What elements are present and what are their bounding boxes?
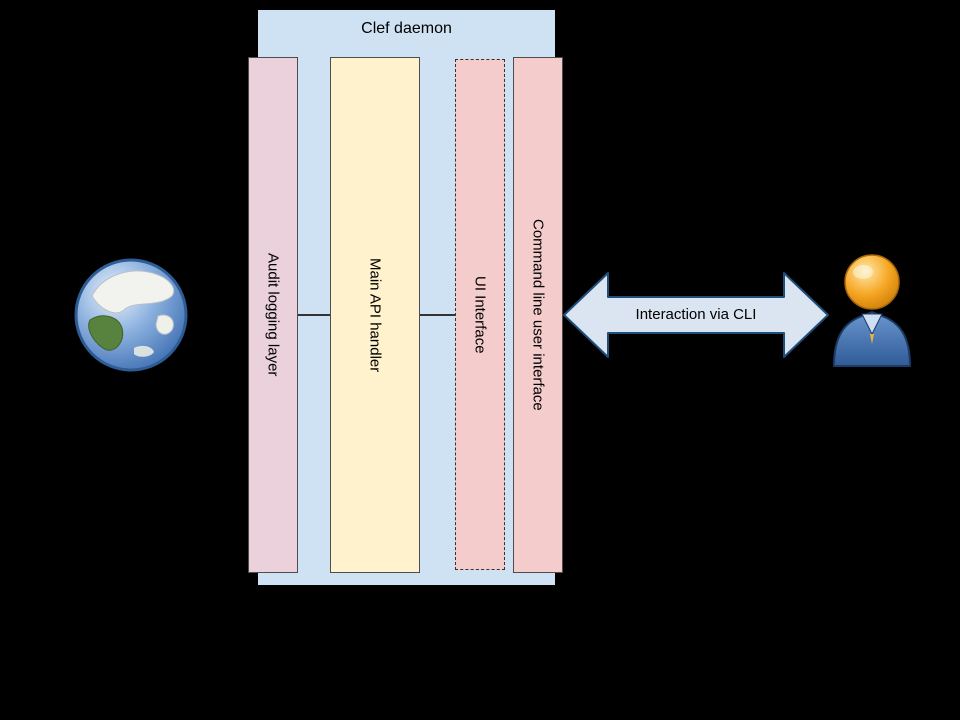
clef-daemon-title: Clef daemon bbox=[361, 20, 452, 37]
globe-icon bbox=[74, 258, 188, 372]
command-line-user-interface-bar: Command line user interface bbox=[513, 57, 563, 573]
audit-logging-layer-label: Audit logging layer bbox=[264, 253, 282, 377]
connector-line-audit-to-main bbox=[298, 314, 330, 316]
main-api-handler-bar: Main API handler bbox=[330, 57, 420, 573]
interaction-arrow bbox=[563, 272, 829, 358]
command-line-user-interface-label: Command line user interface bbox=[529, 219, 547, 411]
ui-interface-label: UI Interface bbox=[471, 275, 489, 354]
main-api-handler-label: Main API handler bbox=[366, 257, 384, 373]
interaction-arrow-label: Interaction via CLI bbox=[635, 306, 757, 323]
connector-line-main-to-ui bbox=[420, 314, 455, 316]
ui-interface-bar: UI Interface bbox=[455, 59, 505, 570]
user-icon bbox=[833, 254, 911, 367]
audit-logging-layer-bar: Audit logging layer bbox=[248, 57, 298, 573]
